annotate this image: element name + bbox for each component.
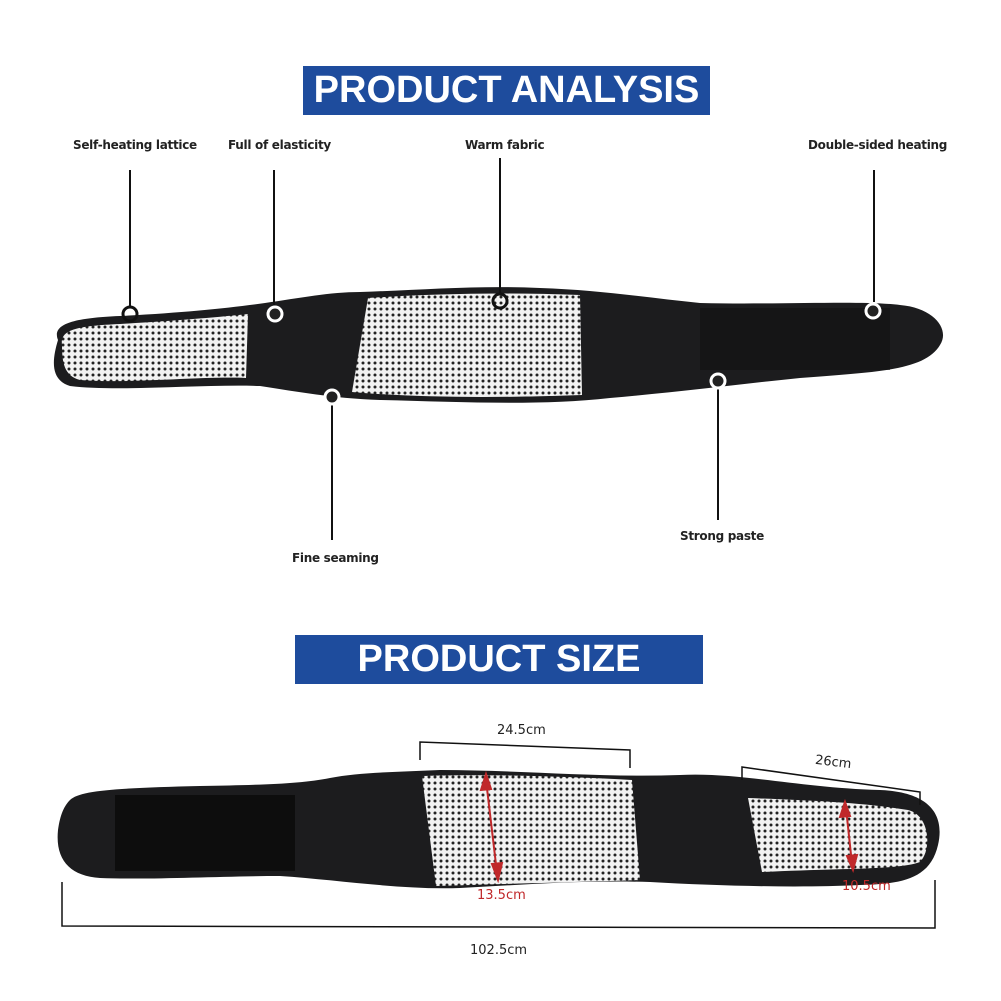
callout-warm-fabric: Warm fabric <box>465 138 545 152</box>
bottom-belt-image <box>57 770 940 889</box>
height-arrows <box>479 770 859 884</box>
callout-double-sided-heating: Double-sided heating <box>808 138 948 152</box>
top-belt-image <box>53 287 944 403</box>
dimension-center-width: 24.5cm <box>497 723 546 738</box>
dimension-brackets <box>61 741 936 929</box>
dimension-total-length: 102.5cm <box>470 943 528 958</box>
product-analysis-banner: PRODUCT ANALYSIS <box>303 66 710 115</box>
callout-strong-paste: Strong paste <box>680 529 764 543</box>
product-size-banner: PRODUCT SIZE <box>295 635 703 684</box>
callout-fine-seaming: Fine seaming <box>292 551 379 565</box>
callout-rings <box>121 292 882 406</box>
dimension-center-height: 13.5cm <box>477 888 526 903</box>
callout-full-of-elasticity: Full of elasticity <box>228 138 331 152</box>
callout-lines <box>129 158 875 540</box>
callout-self-heating-lattice: Self-heating lattice <box>73 138 197 152</box>
dimension-end-height: 10.5cm <box>842 879 891 894</box>
